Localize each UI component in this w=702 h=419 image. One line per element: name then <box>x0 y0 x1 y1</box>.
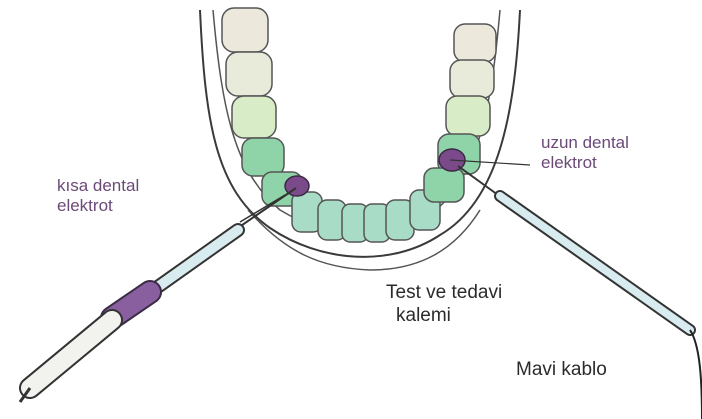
pen-label-line1: Test ve tedavi <box>386 282 502 305</box>
right-teeth-row <box>424 24 496 202</box>
tooth <box>242 138 284 176</box>
short-electrode-label-line2: elektrot <box>57 196 139 216</box>
short-electrode-body-fill <box>30 320 112 388</box>
short-electrode-label-line1: kısa dental <box>57 176 139 196</box>
tooth <box>446 96 490 136</box>
tooth <box>232 96 276 138</box>
blue-cable <box>690 330 702 419</box>
short-electrode-pen <box>20 188 296 402</box>
short-electrode-label: kısa dental elektrot <box>57 176 139 217</box>
tooth <box>450 60 494 98</box>
left-teeth-row <box>222 8 302 206</box>
pen-label: Test ve tedavi kalemi <box>386 282 502 328</box>
tooth <box>226 52 272 96</box>
long-electrode-shaft-fill <box>500 196 690 330</box>
tooth <box>424 168 464 202</box>
tooth <box>454 24 496 62</box>
long-electrode-label-line1: uzun dental <box>541 133 629 153</box>
long-electrode-label: uzun dental elektrot <box>541 133 629 174</box>
front-teeth-row <box>292 190 440 242</box>
pen-label-line2: kalemi <box>386 305 502 328</box>
long-electrode-label-line2: elektrot <box>541 153 629 173</box>
cable-label: Mavi kablo <box>516 359 607 382</box>
tooth <box>222 8 268 52</box>
